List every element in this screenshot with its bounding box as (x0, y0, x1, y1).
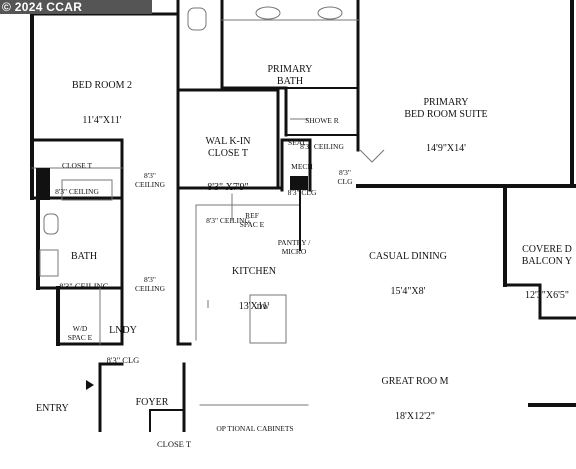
room-kitchen: KITCHEN 13'X11' (232, 243, 276, 335)
room-mech: MECH 8'3" CLG (288, 146, 317, 215)
room-name: CLOSE T (156, 438, 192, 449)
room-name: OP TIONAL CABINETS (216, 424, 294, 434)
room-name: GREAT ROO M (381, 376, 449, 387)
room-name: SEAT (288, 138, 306, 148)
ref-space: REF SPAC E (240, 195, 265, 247)
room-closet-bed2: CLOSE T 8'3" CEILING (55, 145, 99, 214)
room-primary-suite: PRIMARY BED ROOM SUITE 14'9"X14' (404, 74, 487, 178)
room-closet-bottom: CLOSE T (157, 420, 191, 469)
room-name: BATH (70, 250, 98, 262)
toilet-bath (43, 213, 59, 235)
room-shower: SHOWE R 8'3" CEILING (300, 100, 344, 169)
floor-plan-walls (30, 0, 576, 432)
room-seat: SEAT (288, 122, 306, 165)
room-name: REF SPAC E (239, 211, 265, 229)
room-bath: BATH 8'3" CEILING (59, 231, 109, 311)
room-name: PANTRY / MICRO (277, 238, 311, 256)
room-dims: 15'4"X8' (390, 285, 426, 297)
room-ceiling: 8'3" CEILING (206, 215, 250, 225)
room-name: BED ROOM 2 (71, 80, 133, 91)
room-dims: 12'3"X6'5" (525, 290, 569, 301)
room-name: CLOSE T (61, 161, 93, 171)
fixtures (39, 6, 385, 308)
room-dims: 18'X12'2" (395, 410, 435, 422)
dishwasher: DW (257, 286, 270, 329)
room-name: FOYER (135, 397, 169, 408)
watermark: © 2024 CCAR (0, 0, 152, 14)
room-casual-dining: CASUAL DINING 15'4"X8' (369, 228, 447, 320)
room-dims: 14'9"X14' (426, 143, 466, 154)
hall-ceiling-lower: 8'3" CEILING (135, 259, 165, 311)
room-name: LNDY (109, 324, 137, 336)
sink-right (317, 6, 343, 20)
tub (61, 179, 113, 201)
door-swing-suite (359, 149, 385, 163)
room-ceiling: 8'3" CEILING (55, 187, 99, 197)
toilet-primary (187, 7, 207, 31)
room-name: WAL K-IN CLOSE T (205, 136, 251, 159)
wd-space: W/D SPAC E (68, 308, 93, 360)
room-bedroom-2: BED ROOM 2 11'4"X11' (72, 57, 132, 149)
room-primary-bath: PRIMARY BATH (267, 41, 312, 110)
sink-left (255, 6, 281, 20)
room-ceiling: 8'3" CLG (106, 354, 140, 365)
floor-plan: © 2024 CCAR BED ROOM 2 11'4"X11' PRIMARY… (0, 0, 576, 448)
room-dims: 13'X11' (238, 300, 270, 312)
room-dims: 11'4"X11' (82, 114, 122, 126)
entry-arrow-icon (86, 380, 94, 390)
room-great-room: GREAT ROO M 18'X12'2" (381, 353, 448, 445)
room-name: MECH (291, 162, 313, 172)
room-covered-balcony: COVERE D BALCON Y 12'3"X6'5" (522, 221, 572, 325)
room-name: W/D SPAC E (67, 324, 93, 342)
vanity-bath (39, 249, 59, 277)
hall-ceiling-mech: 8'3" CLG (338, 152, 353, 204)
ceiling-label: 8'3" CEILING (135, 275, 165, 293)
pantry-micro: PANTRY / MICRO (278, 222, 311, 274)
ceiling-label: 8'3" CEILING (135, 171, 165, 189)
room-name: DW (256, 302, 270, 312)
room-ceiling: 8'3" CLG (287, 188, 317, 198)
room-foyer: FOYER (136, 374, 169, 432)
room-laundry: LNDY 8'3" CLG (107, 305, 140, 385)
room-name: COVERE D BALCON Y (521, 244, 573, 267)
hall-ceiling-upper: 8'3" CEILING (135, 155, 165, 207)
room-ceiling: 8'3" CEILING (59, 280, 109, 291)
room-name: SHOWE R (305, 116, 339, 126)
room-walkin-closet: WAL K-IN CLOSE T 8'3" X7'9" 8'3" CEILING (206, 113, 251, 248)
wall-column-mech (290, 176, 308, 190)
entry-label: ENTRY (36, 380, 69, 438)
optional-cabinets: OP TIONAL CABINETS (216, 408, 293, 451)
room-name: PRIMARY BED ROOM SUITE (404, 97, 488, 120)
room-name: PRIMARY BATH (267, 64, 313, 87)
room-ceiling: 8'3" CEILING (300, 142, 344, 152)
island (249, 294, 287, 344)
room-name: KITCHEN (232, 266, 276, 277)
room-dims: 8'3" X7'9" (207, 182, 249, 193)
room-name: ENTRY (36, 403, 69, 414)
room-name: CASUAL DINING (369, 251, 447, 262)
ceiling-label: 8'3" CLG (337, 168, 353, 186)
wall-column-left (36, 168, 50, 200)
